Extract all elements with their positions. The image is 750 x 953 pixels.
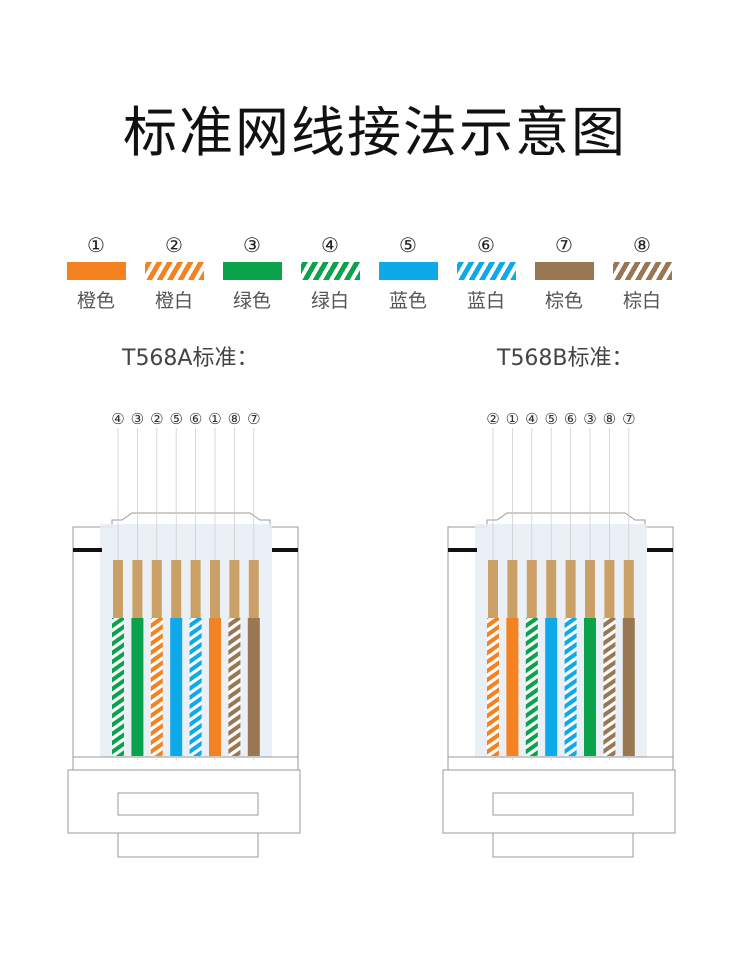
gold-contact bbox=[526, 560, 537, 618]
legend-number: ④ bbox=[321, 233, 339, 257]
page-title: 标准网线接法示意图 bbox=[123, 101, 627, 164]
legend-label: 橙白 bbox=[154, 290, 193, 312]
wire-1 bbox=[506, 618, 519, 756]
pin-label: ⑥ bbox=[189, 410, 202, 428]
color-swatch bbox=[378, 262, 438, 280]
cable-stub bbox=[492, 832, 634, 858]
wire-8 bbox=[228, 618, 241, 756]
pin-label: ④ bbox=[111, 410, 124, 428]
t568a-heading: T568A标准： bbox=[122, 346, 259, 371]
legend-item-2: ② 橙白 bbox=[135, 233, 213, 313]
wire-4 bbox=[112, 618, 124, 756]
contact-bar-right bbox=[272, 548, 298, 552]
wire-2 bbox=[487, 618, 499, 756]
pin-label: ③ bbox=[583, 410, 596, 428]
legend-label: 棕色 bbox=[544, 290, 583, 312]
pin-label: ② bbox=[486, 410, 499, 428]
gold-contact bbox=[190, 560, 201, 618]
wire-2 bbox=[150, 618, 163, 756]
pin-label: ① bbox=[208, 410, 221, 428]
wire-1 bbox=[209, 618, 221, 756]
wire-6 bbox=[564, 618, 577, 756]
gold-contact bbox=[604, 560, 615, 618]
legend-item-3: ③ 绿色 bbox=[213, 233, 291, 313]
gold-contact bbox=[229, 560, 240, 618]
pin-label: ⑤ bbox=[544, 410, 557, 428]
color-swatch bbox=[222, 262, 282, 280]
wire-6 bbox=[189, 618, 202, 756]
pin-label: ① bbox=[506, 410, 519, 428]
gold-contact bbox=[248, 560, 259, 618]
legend-item-4: ④ 绿白 bbox=[291, 233, 369, 313]
color-swatch bbox=[612, 262, 672, 280]
pin-label: ② bbox=[150, 410, 163, 428]
gold-contact bbox=[151, 560, 162, 618]
color-swatch bbox=[534, 262, 594, 280]
wire-4 bbox=[525, 618, 538, 756]
contact-bar-right bbox=[647, 548, 673, 552]
contact-bar-left bbox=[448, 548, 477, 552]
gold-contact bbox=[210, 560, 220, 618]
legend-label: 绿色 bbox=[232, 290, 271, 312]
wire-3 bbox=[584, 618, 596, 756]
connector-clear-shell bbox=[475, 524, 647, 760]
color-swatch bbox=[456, 262, 516, 280]
gold-contact bbox=[585, 560, 595, 618]
legend-item-6: ⑥ 蓝白 bbox=[447, 233, 525, 313]
legend-item-8: ⑧ 棕白 bbox=[603, 233, 681, 313]
legend-number: ⑦ bbox=[555, 233, 573, 257]
pin-label: ⑧ bbox=[228, 410, 241, 428]
gold-contact bbox=[171, 560, 182, 618]
legend-label: 棕白 bbox=[622, 290, 661, 312]
wire-3 bbox=[131, 618, 144, 756]
legend-number: ⑥ bbox=[477, 233, 495, 257]
cable-stub bbox=[117, 832, 259, 858]
boot-slot bbox=[492, 792, 634, 816]
pin-label: ⑥ bbox=[564, 410, 577, 428]
wire-5 bbox=[170, 618, 183, 756]
gold-contact bbox=[623, 560, 634, 618]
connector-clear-shell bbox=[100, 524, 272, 760]
boot-slot bbox=[117, 792, 259, 816]
legend-number: ⑧ bbox=[633, 233, 651, 257]
wire-7 bbox=[247, 618, 260, 756]
pin-label: ④ bbox=[525, 410, 538, 428]
t568b-heading: T568B标准： bbox=[497, 346, 634, 371]
legend-number: ③ bbox=[243, 233, 261, 257]
gold-contact bbox=[132, 560, 143, 618]
pin-label: ⑤ bbox=[169, 410, 182, 428]
wire-7 bbox=[622, 618, 635, 756]
legend-label: 橙色 bbox=[76, 290, 115, 312]
gold-contact bbox=[507, 560, 518, 618]
legend-label: 绿白 bbox=[310, 290, 349, 312]
pin-label: ⑦ bbox=[247, 410, 260, 428]
legend-number: ⑤ bbox=[399, 233, 417, 257]
legend-number: ① bbox=[87, 233, 105, 257]
pin-label: ⑧ bbox=[603, 410, 616, 428]
pin-label: ⑦ bbox=[622, 410, 635, 428]
gold-contact bbox=[546, 560, 557, 618]
gold-contact bbox=[113, 560, 123, 618]
pin-label: ③ bbox=[131, 410, 144, 428]
legend-item-5: ⑤ 蓝色 bbox=[369, 233, 447, 313]
gold-contact bbox=[488, 560, 498, 618]
gold-contact bbox=[565, 560, 576, 618]
contact-bar-left bbox=[73, 548, 102, 552]
wire-5 bbox=[545, 618, 558, 756]
connector-lip bbox=[72, 756, 299, 771]
legend-label: 蓝白 bbox=[466, 290, 505, 312]
color-swatch bbox=[144, 262, 204, 280]
connector-lip bbox=[447, 756, 674, 771]
legend-item-7: ⑦ 棕色 bbox=[525, 233, 603, 313]
color-swatch bbox=[66, 262, 126, 280]
wire-8 bbox=[603, 618, 616, 756]
legend-item-1: ① 橙色 bbox=[57, 233, 135, 313]
color-swatch bbox=[300, 262, 360, 280]
legend-label: 蓝色 bbox=[388, 290, 427, 312]
legend-number: ② bbox=[165, 233, 183, 257]
